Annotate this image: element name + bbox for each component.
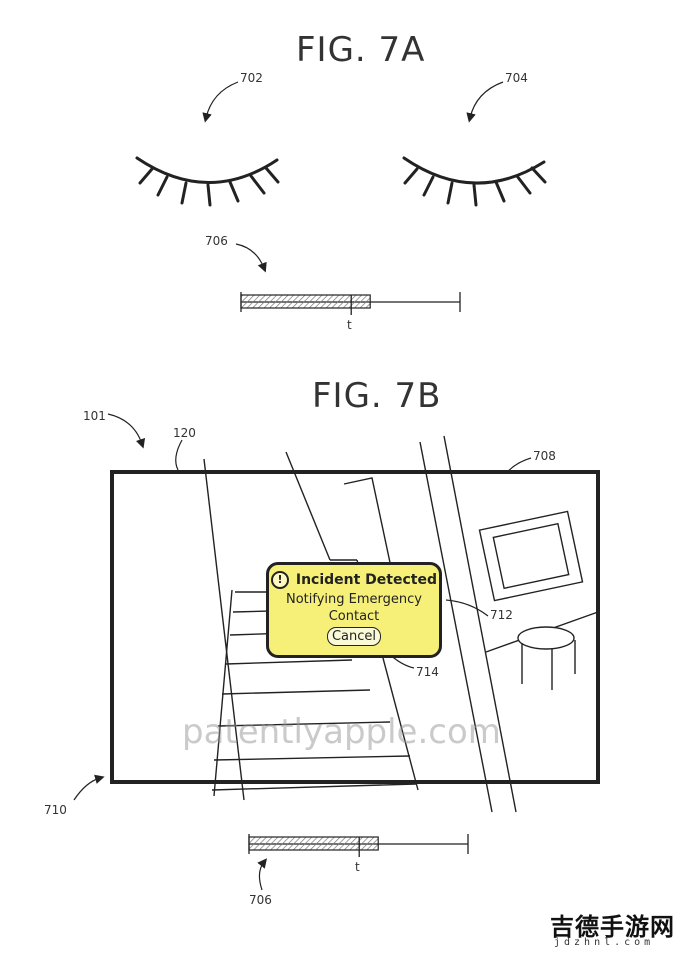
cancel-button[interactable]: Cancel — [326, 627, 382, 646]
ref-706-a: 706 — [205, 234, 228, 248]
site-badge-url: jdzhnl.com — [554, 937, 655, 948]
ref-101: 101 — [83, 409, 106, 423]
right-closed-eye-icon — [402, 156, 547, 207]
incident-dialog: ! Incident Detected Notifying Emergency … — [266, 562, 442, 658]
ref-120: 120 — [173, 426, 196, 440]
timeline-7a-label: t — [347, 318, 352, 332]
leader-arrow-704 — [466, 81, 504, 123]
leader-arrow-101 — [107, 413, 146, 449]
timeline-7b-progress — [248, 836, 379, 851]
dialog-message-line-2: Contact — [328, 609, 380, 624]
leader-line-120 — [175, 439, 183, 471]
dialog-heading-text: Incident Detected — [295, 572, 437, 588]
figure-7b-title: FIG. 7B — [312, 376, 442, 416]
site-badge[interactable]: 吉德手游网 jdzhnl.com — [498, 902, 694, 954]
ref-714: 714 — [416, 665, 439, 679]
leader-line-712 — [445, 599, 489, 617]
leader-arrow-706a — [235, 243, 267, 273]
ref-712: 712 — [490, 608, 513, 622]
left-closed-eye-icon — [135, 156, 280, 207]
ref-704: 704 — [505, 71, 528, 85]
timeline-7a — [240, 292, 461, 315]
ref-706-b: 706 — [249, 893, 272, 907]
timeline-7a-progress — [240, 294, 371, 309]
leader-arrow-710 — [73, 774, 105, 801]
ref-710: 710 — [44, 803, 67, 817]
alert-icon: ! — [270, 571, 289, 589]
watermark-text: patentlyapple.com — [182, 712, 501, 752]
dialog-message: Notifying Emergency Contact — [269, 591, 439, 625]
dialog-message-line-1: Notifying Emergency — [286, 592, 422, 607]
leader-arrow-702 — [202, 81, 239, 123]
ref-708: 708 — [533, 449, 556, 463]
figure-7a-title: FIG. 7A — [296, 30, 426, 70]
leader-arrow-706b — [257, 858, 267, 891]
site-badge-title: 吉德手游网 — [550, 913, 675, 941]
timeline-7b — [248, 834, 469, 857]
dialog-heading: ! Incident Detected — [269, 571, 439, 589]
ref-702: 702 — [240, 71, 263, 85]
room-scene — [203, 435, 599, 813]
timeline-7b-label: t — [355, 860, 360, 874]
